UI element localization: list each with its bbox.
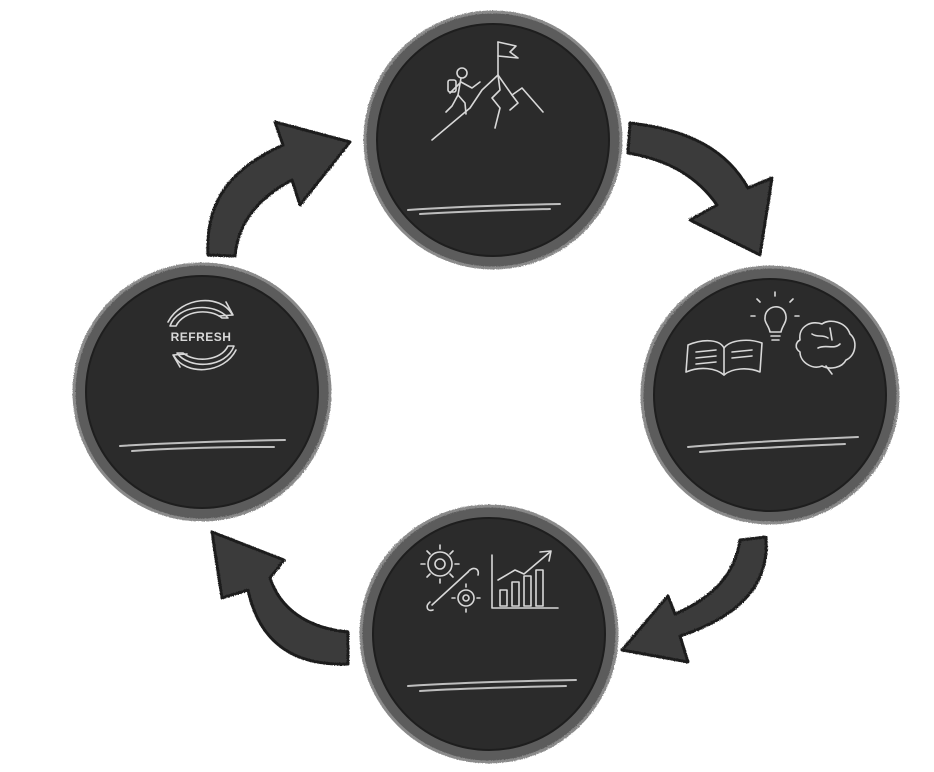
refresh-icon-text: REFRESH	[171, 330, 232, 344]
gears-wrench-growth-chart-icon	[420, 544, 559, 613]
arrow-left-to-top	[206, 120, 352, 258]
arrow-right-to-bottom	[620, 535, 768, 664]
arrow-bottom-to-left	[210, 530, 350, 666]
arrow-top-to-right	[626, 121, 774, 257]
stage-left: REFRESH	[72, 262, 332, 522]
stage-left-label-lines	[119, 439, 286, 452]
mountain-climber-flag-icon	[431, 41, 544, 141]
stage-top-label-lines	[407, 203, 561, 215]
stage-right-label-lines	[687, 436, 859, 453]
book-lightbulb-brain-icon	[685, 291, 856, 376]
stage-top	[363, 10, 623, 270]
stage-bottom-label-lines	[407, 679, 577, 692]
stage-bottom	[359, 504, 619, 764]
stage-right	[640, 265, 900, 525]
refresh-cycle-icon: REFRESH	[167, 299, 237, 371]
